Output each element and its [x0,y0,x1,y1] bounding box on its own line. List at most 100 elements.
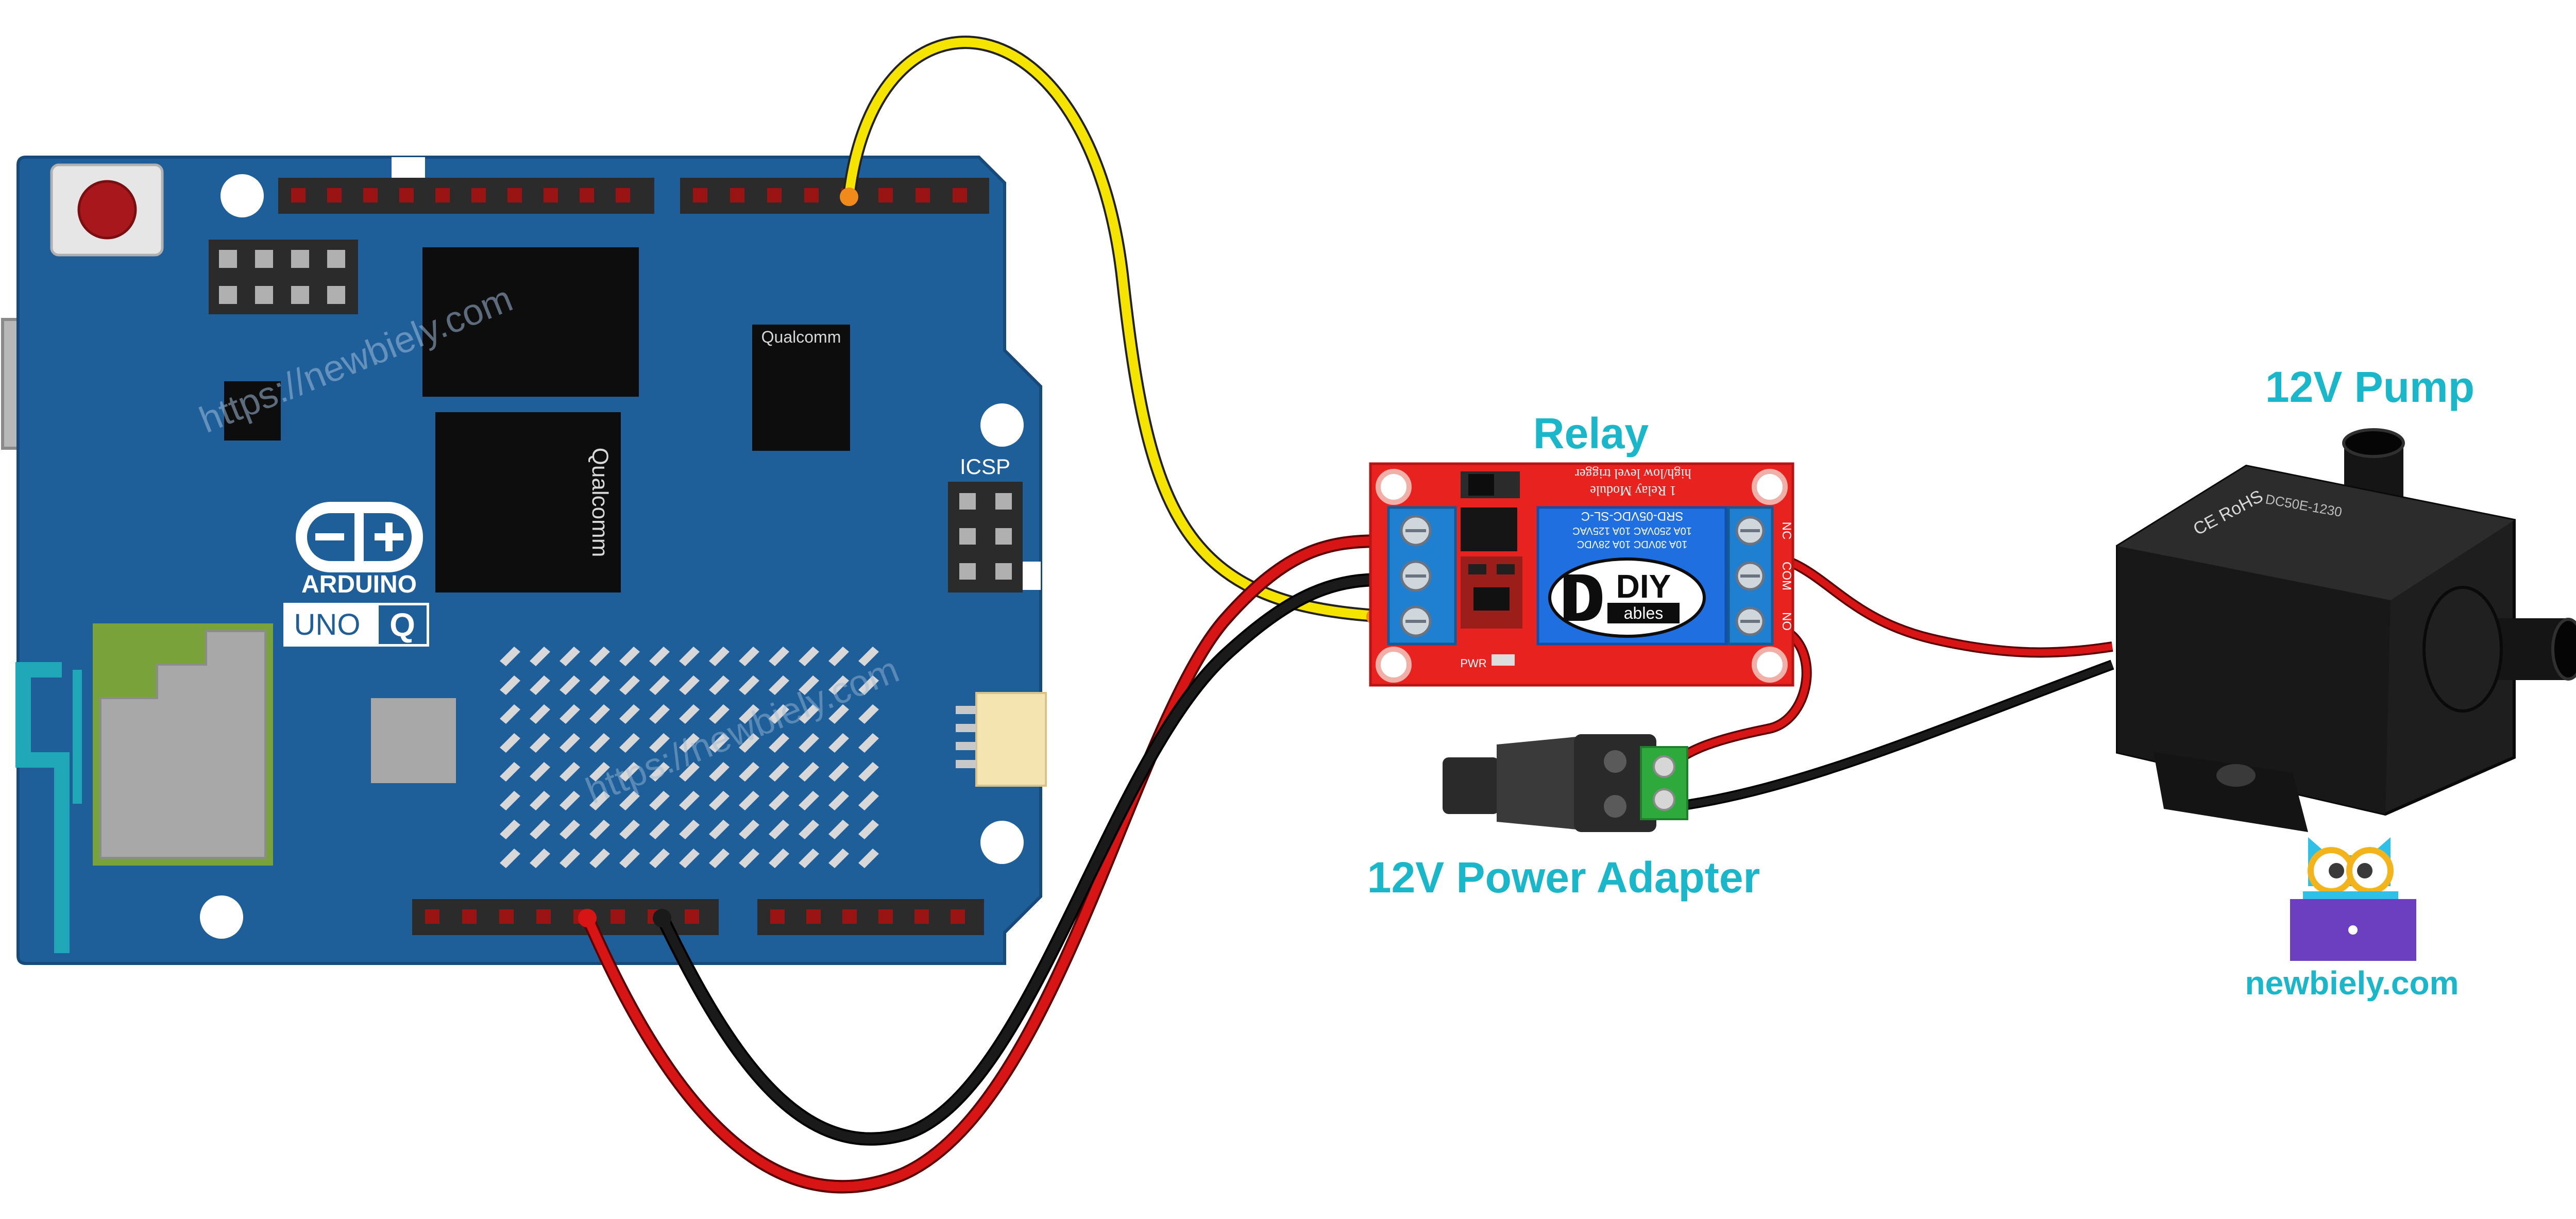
led-matrix-pixels [500,647,879,868]
header-pin [878,909,893,924]
led-pixel [530,675,550,695]
led-pixel [739,762,759,782]
led-pixel [560,791,580,810]
header-pin [616,188,630,202]
led-pixel [589,733,610,753]
led-pixel [858,762,879,782]
arduino-uno-q-board: Qualcomm Qualcomm ICSP ARDUINO UNO Q [1,156,1047,965]
led-pixel [649,704,670,724]
header-pin [611,909,625,924]
relay-pin-nc: NC [1780,522,1793,540]
header-pin [767,188,782,202]
led-pixel [709,791,730,810]
relay-mount-hole [1752,469,1788,505]
led-pixel [589,849,610,868]
dc-jack-housing [1574,734,1656,832]
led-pixel [858,820,879,839]
led-pixel [709,647,730,666]
pump-top-face [2117,466,2514,600]
led-pixel [769,733,789,753]
led-pixel [560,849,580,868]
led-pixel [739,704,759,724]
dc-jack-terminal-screw [1653,755,1675,778]
led-pixel [739,647,759,666]
header-pin [507,188,522,202]
relay-mount-hole [1376,469,1412,505]
mounting-hole [980,403,1024,447]
led-pixel [649,733,670,753]
led-pixel [679,647,700,666]
led-pixel [679,675,700,695]
header-pin [499,909,514,924]
led-pixel [739,675,759,695]
led-pixel [530,733,550,753]
led-pixel [530,791,550,810]
wire-end-red [578,909,597,927]
led-pixel [858,704,879,724]
led-pixel [799,647,819,666]
header-pin [425,909,439,924]
wire-end-yellow [840,188,858,206]
mounting-hole [980,821,1024,864]
mounting-hole [200,895,243,939]
pump-outlet-top-opening [2342,428,2405,458]
led-pixel [828,820,849,839]
wire-end-black [653,909,671,927]
header-pin [580,188,594,202]
chip-qualcomm-wifi-label: Qualcomm [761,328,841,346]
led-pixel [799,733,819,753]
reset-button-cap [77,180,137,240]
led-pixel [530,762,550,782]
led-pixel [500,704,520,724]
led-pixel [619,791,640,810]
relay-smd-resistor [1497,564,1515,574]
header-pin [953,188,967,202]
diyables-brand-band [1607,603,1680,623]
led-pixel [828,704,849,724]
model-variant-text: Q [389,606,415,644]
led-pixel [530,820,550,839]
header-pin [363,188,378,202]
header-pin [471,188,486,202]
wireless-module-shield [99,630,266,859]
relay-pin-com: COM [1780,562,1793,590]
relay-jumper-cap [1468,474,1494,496]
icsp-pin [959,528,976,545]
wire-adapter-pump-black-core [1676,661,2114,810]
header-pin [951,909,965,924]
led-pixel [530,704,550,724]
led-pixel [619,704,640,724]
led-pixel [619,762,640,782]
relay-trigger: high/low level trigger [1575,466,1691,481]
led-pixel [649,762,670,782]
led-pixel [858,647,879,666]
led-pixel [858,675,879,695]
led-pixel [619,820,640,839]
dc-jack-screw-plus [1604,750,1626,773]
led-pixel [619,849,640,868]
chip-small [224,381,281,441]
led-pixel [828,733,849,753]
diyables-brand-bottom: ables [1624,604,1664,622]
wire-no-adapter-red-core [1672,622,1810,766]
led-pixel [828,791,849,810]
top-header-right [680,178,989,214]
pump-base [2154,752,2308,832]
led-pixel [589,647,610,666]
led-pixel [500,762,520,782]
wire-5v-red-core [583,536,1381,1192]
jtag-pin [327,286,345,304]
led-pixel [828,762,849,782]
led-pixel [649,849,670,868]
led-pixel [769,762,789,782]
led-pixel [828,675,849,695]
chip-qualcomm-soc [435,412,621,592]
jtag-pin [327,250,345,268]
arduino-brand-text: ARDUINO [301,571,417,598]
wire-signal-yellow-core [844,38,1376,620]
owl-pupil-left [2329,863,2344,878]
led-pixel [769,704,789,724]
icsp-pin [995,563,1012,580]
dc-jack-barrel [1443,757,1499,814]
